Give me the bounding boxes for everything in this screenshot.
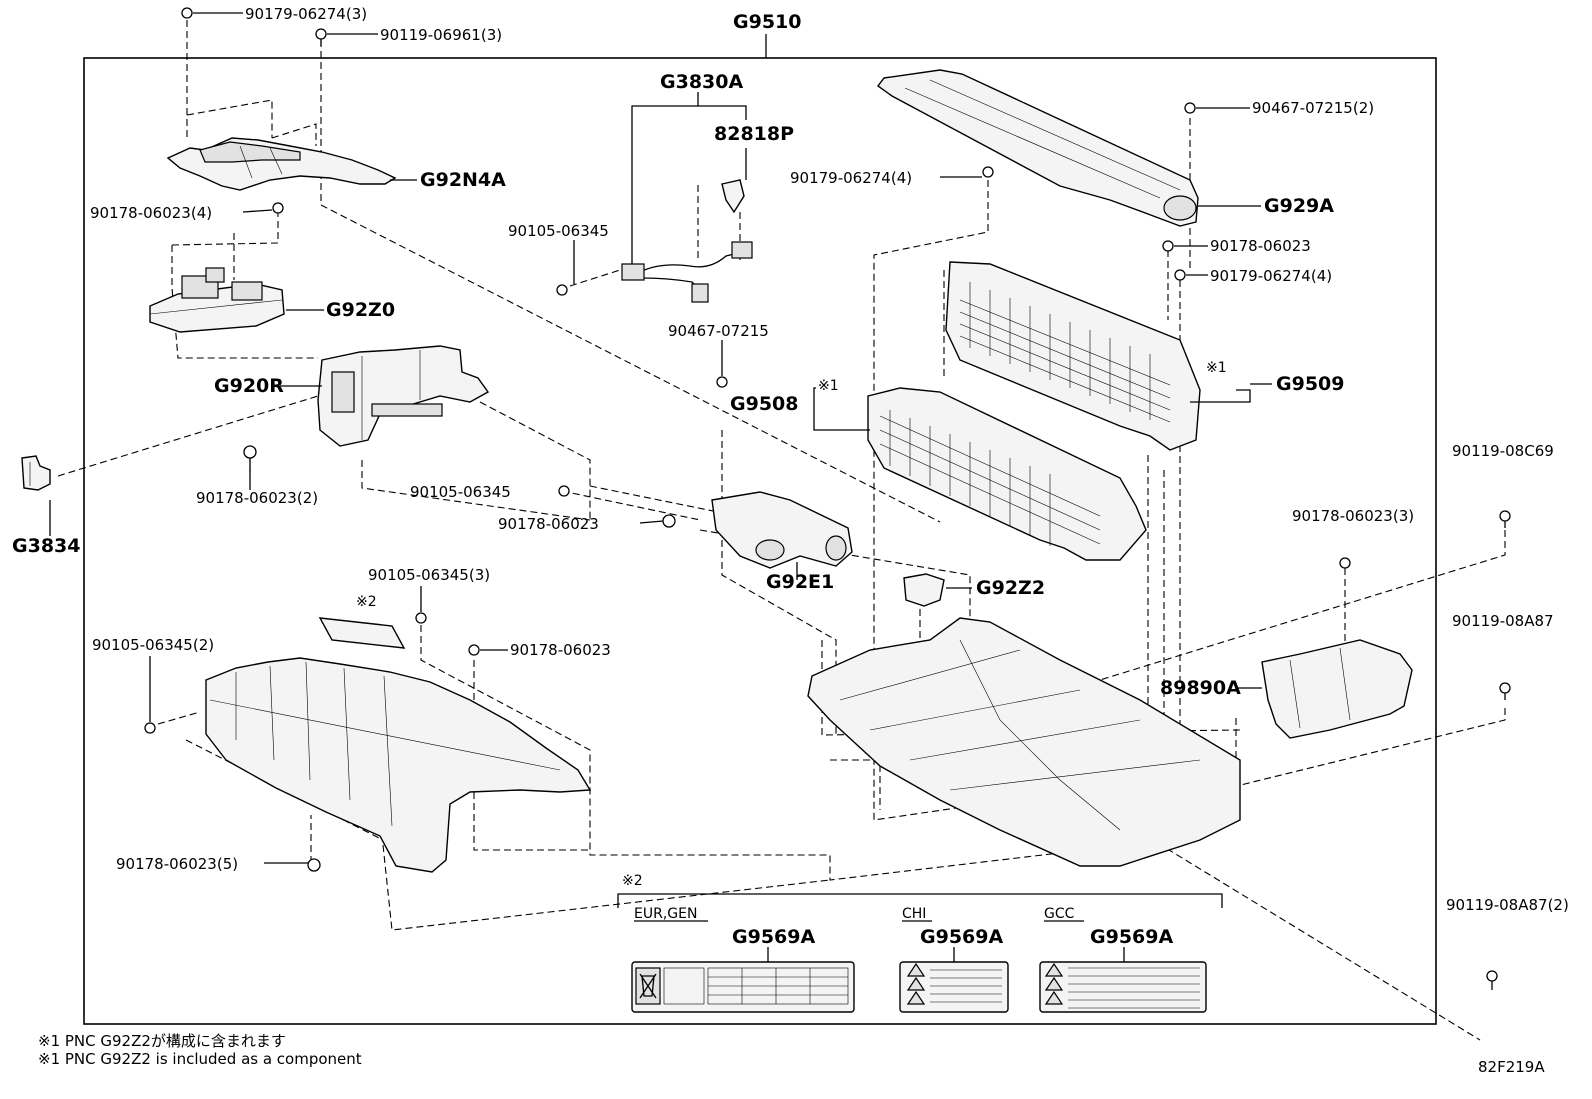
dashed-leaders — [57, 20, 1506, 1041]
duct-g92e1 — [711, 491, 853, 569]
label-90179-06274-4-top: 90179-06274(4) — [790, 169, 912, 187]
label-g3834: G3834 — [12, 535, 80, 557]
label-90178-06023-b: 90178-06023 — [498, 515, 599, 533]
nut-icon — [1162, 240, 1174, 252]
bolt-icon — [1486, 970, 1498, 990]
label-90178-06023-3: 90178-06023(3) — [1292, 507, 1414, 525]
bolt-icon — [144, 722, 156, 734]
label-90105-06345-2: 90105-06345(2) — [92, 636, 214, 654]
recycle-bin-icon — [639, 973, 657, 999]
label-90105-06345-b: 90105-06345 — [410, 483, 511, 501]
region-gcc: GCC — [1044, 906, 1075, 922]
caution-label-box: ※2 EUR,GEN G9569A CHI G9569A GCC G9569A — [617, 873, 1223, 1013]
bracket-g920r — [317, 345, 490, 447]
label-g920r: G920R — [214, 375, 284, 397]
label-90119-08a87-2: 90119-08A87(2) — [1446, 896, 1569, 914]
nut-icon — [1184, 102, 1196, 114]
caution-label-strip — [318, 617, 406, 649]
battery-module-g9509 — [945, 261, 1201, 451]
label-90178-06023-5: 90178-06023(5) — [116, 855, 238, 873]
fasteners — [144, 7, 1511, 990]
nut-icon — [1174, 269, 1186, 281]
warning-triangle-icon — [906, 962, 926, 977]
cover-g92n4a — [166, 137, 397, 191]
region-eur-gen: EUR,GEN — [634, 906, 697, 922]
bracket-89890a — [1261, 639, 1413, 739]
assembly-code: G9510 — [733, 11, 801, 33]
label-90119-08a87: 90119-08A87 — [1452, 612, 1554, 630]
label-89890a: 89890A — [1160, 677, 1241, 699]
label-g92n4a: G92N4A — [420, 169, 506, 191]
nut-icon — [982, 166, 994, 178]
label-g929a: G929A — [1264, 195, 1334, 217]
label-90467-07215-2: 90467-07215(2) — [1252, 99, 1374, 117]
lower-cover — [205, 657, 592, 873]
assembly-frame — [83, 57, 1437, 1025]
region-chi: CHI — [902, 906, 926, 922]
bolt-icon — [1499, 682, 1511, 700]
warning-triangle-icon — [906, 976, 926, 991]
label-g92z2: G92Z2 — [976, 577, 1045, 599]
label-g92e1: G92E1 — [766, 571, 834, 593]
clip-g3834 — [21, 455, 51, 491]
label-g9508: G9508 — [730, 393, 798, 415]
bolt-icon — [558, 485, 570, 497]
note-mark-1-g9509: ※1 — [1206, 360, 1227, 376]
label-g9569a-chi: G9569A — [920, 926, 1003, 948]
note-mark-2-box: ※2 — [622, 873, 643, 889]
nut-icon — [716, 376, 728, 388]
nut-icon — [662, 514, 676, 528]
footnote-english: ※1 PNC G92Z2 is included as a component — [38, 1050, 362, 1068]
nut-icon — [307, 858, 321, 872]
label-90105-06345-a: 90105-06345 — [508, 222, 609, 240]
note-mark-2-strip: ※2 — [356, 594, 377, 610]
label-g92z0: G92Z0 — [326, 299, 395, 321]
battery-module-g9508 — [867, 387, 1147, 561]
label-90179-06274-4-right: 90179-06274(4) — [1210, 267, 1332, 285]
label-g9569a-gcc: G9569A — [1090, 926, 1173, 948]
bolt-icon — [1499, 510, 1511, 528]
wire-harness-g3830a — [621, 179, 753, 303]
battery-tray — [807, 617, 1241, 867]
bolt-icon — [315, 28, 327, 46]
label-82818p: 82818P — [714, 123, 794, 145]
bracket-g92z2 — [903, 573, 945, 607]
nut-icon — [243, 445, 257, 459]
nut-icon — [1339, 557, 1351, 569]
label-90467-07215: 90467-07215 — [668, 322, 769, 340]
label-90119-08c69: 90119-08C69 — [1452, 442, 1554, 460]
label-90178-06023-2: 90178-06023(2) — [196, 489, 318, 507]
label-g9509: G9509 — [1276, 373, 1344, 395]
label-g3830a: G3830A — [660, 71, 743, 93]
label-90178-06023-a: 90178-06023 — [1210, 237, 1311, 255]
warning-triangle-icon — [1044, 962, 1064, 977]
junction-block-g92z0 — [149, 267, 285, 333]
label-90178-06023-4: 90178-06023(4) — [90, 204, 212, 222]
warning-triangle-icon — [1044, 976, 1064, 991]
bolt-icon — [556, 284, 568, 296]
label-90119-06961-3: 90119-06961(3) — [380, 26, 502, 44]
label-90178-06023-c: 90178-06023 — [510, 641, 611, 659]
warning-triangle-icon — [1044, 990, 1064, 1005]
footnote-japanese: ※1 PNC G92Z2が構成に含まれます — [38, 1032, 286, 1050]
note-mark-1-g9508: ※1 — [818, 378, 839, 394]
nut-icon — [272, 202, 284, 214]
part-labels: 90179-06274(3) 90119-06961(3) G3830A 828… — [12, 5, 1569, 914]
label-g9569a-eur: G9569A — [732, 926, 815, 948]
nut-icon — [181, 7, 193, 19]
duct-g929a — [877, 69, 1199, 227]
nut-icon — [468, 644, 480, 656]
label-90179-06274-3: 90179-06274(3) — [245, 5, 367, 23]
warning-triangle-icon — [906, 990, 926, 1005]
label-90105-06345-3: 90105-06345(3) — [368, 566, 490, 584]
bolt-icon — [415, 612, 427, 624]
figure-code: 82F219A — [1478, 1058, 1545, 1076]
solid-leaders — [49, 12, 1272, 864]
